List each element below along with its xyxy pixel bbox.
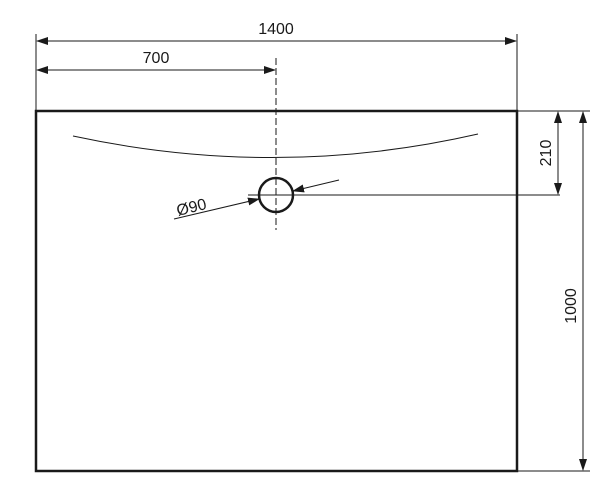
dimension-label-210: 210 (538, 140, 555, 167)
slope-curve (72, 133, 479, 158)
diameter-leader-right (292, 179, 340, 193)
dimension-label-700: 700 (143, 50, 170, 67)
diameter-leader-left (173, 197, 260, 220)
diameter-label: Ø90 (175, 196, 209, 220)
dimension-label-1400: 1400 (258, 21, 294, 38)
dimension-label-1000: 1000 (563, 288, 580, 324)
drain-circle (257, 176, 295, 214)
